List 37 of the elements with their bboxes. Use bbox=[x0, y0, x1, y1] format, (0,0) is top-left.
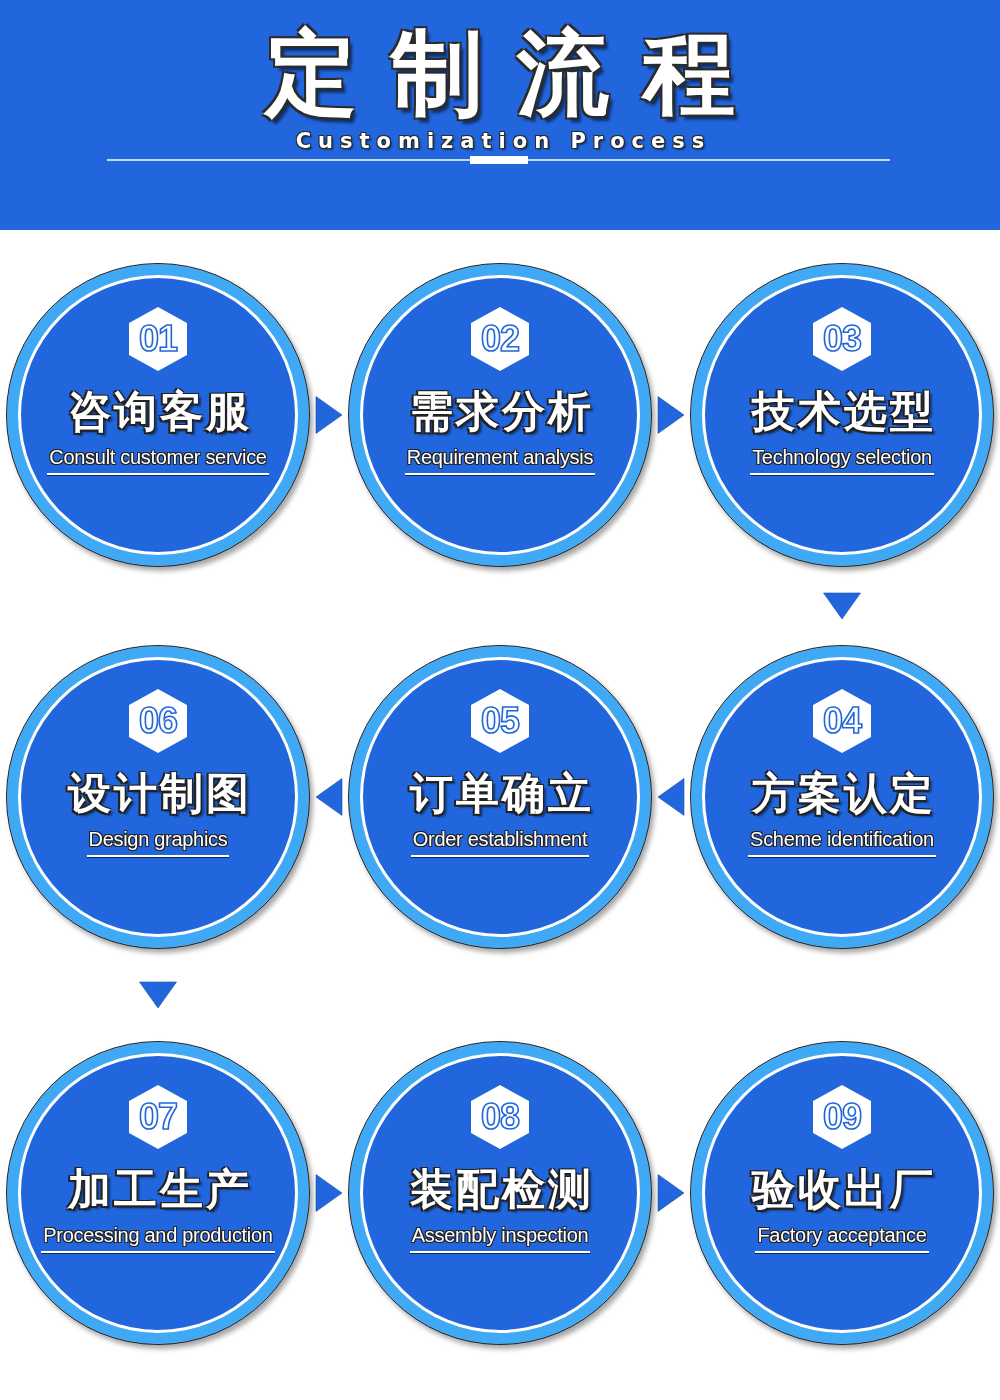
title: 定制流程 bbox=[262, 26, 769, 123]
step-number: 01 bbox=[129, 307, 187, 371]
step-title: 需求分析 bbox=[408, 388, 594, 436]
step-title: 方案认定 bbox=[750, 770, 936, 818]
step-number: 08 bbox=[471, 1085, 529, 1149]
step-subtitle: Consult customer service bbox=[47, 445, 269, 476]
step-subtitle: Factory acceptance bbox=[755, 1223, 929, 1254]
step-subtitle: Requirement analysis bbox=[404, 445, 596, 476]
step-number: 06 bbox=[129, 689, 187, 753]
step-subtitle: Processing and production bbox=[41, 1223, 275, 1254]
step-title: 咨询客服 bbox=[66, 388, 252, 436]
step-title: 加工生产 bbox=[66, 1166, 252, 1214]
arrow bbox=[657, 778, 685, 816]
step-subtitle: Order establishment bbox=[410, 827, 590, 858]
arrow bbox=[139, 981, 177, 1009]
step-subtitle: Design graphics bbox=[86, 827, 230, 858]
arrow bbox=[823, 592, 861, 620]
step-number: 02 bbox=[471, 307, 529, 371]
step-title: 订单确立 bbox=[408, 770, 594, 818]
arrow bbox=[315, 778, 343, 816]
step-title: 技术选型 bbox=[750, 388, 936, 436]
step-number: 09 bbox=[813, 1085, 871, 1149]
arrow bbox=[315, 396, 343, 434]
step-title: 设计制图 bbox=[66, 770, 252, 818]
step-number: 05 bbox=[471, 689, 529, 753]
step-subtitle: Assembly inspection bbox=[409, 1223, 591, 1254]
arrow bbox=[657, 396, 685, 434]
arrow bbox=[657, 1174, 685, 1212]
step-number: 03 bbox=[813, 307, 871, 371]
step-title: 装配检测 bbox=[408, 1166, 594, 1214]
step-number: 07 bbox=[129, 1085, 187, 1149]
step-title: 验收出厂 bbox=[750, 1166, 936, 1214]
step-subtitle: Technology selection bbox=[750, 445, 934, 476]
step-number: 04 bbox=[813, 689, 871, 753]
step-subtitle: Scheme identification bbox=[748, 827, 936, 858]
arrow bbox=[315, 1174, 343, 1212]
subtitle: Customization Process bbox=[294, 130, 712, 154]
